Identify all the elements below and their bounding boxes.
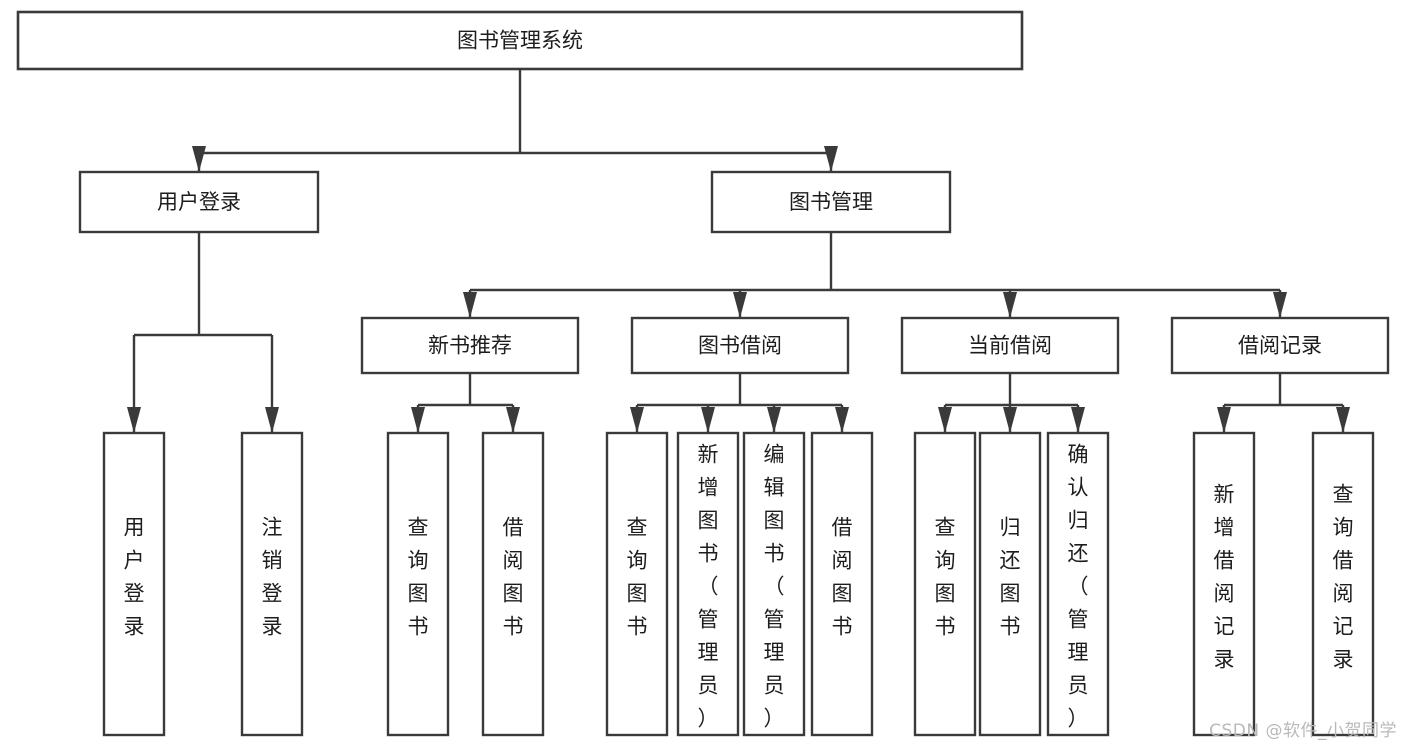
node-label: 用户登录 bbox=[124, 516, 145, 639]
node-label: 编辑图书（管理员） bbox=[764, 443, 785, 731]
arrow-head bbox=[411, 407, 425, 433]
node-leaf-logout[interactable]: 注销登录 bbox=[240, 431, 304, 737]
node-label: 注销登录 bbox=[262, 516, 283, 639]
node-label: 查询图书 bbox=[935, 516, 956, 639]
node-label: 新增图书（管理员） bbox=[698, 443, 719, 731]
arrow-head bbox=[265, 407, 279, 433]
node-label: 图书借阅 bbox=[698, 334, 782, 358]
watermark-text: CSDN @软件_小贺同学 bbox=[1209, 721, 1397, 741]
connector-group-current-borrow bbox=[938, 373, 1085, 433]
node-leaf-add-book[interactable]: 新增图书（管理员） bbox=[676, 431, 740, 737]
arrow-head bbox=[1217, 407, 1231, 433]
arrow-head bbox=[506, 407, 520, 433]
arrow-head bbox=[824, 146, 838, 172]
node-leaf-confirm-return[interactable]: 确认归还（管理员） bbox=[1046, 431, 1110, 737]
arrow-head bbox=[1071, 407, 1085, 433]
connector-group-new-book-recommend bbox=[411, 373, 520, 433]
node-box bbox=[742, 431, 806, 737]
node-borrow-record[interactable]: 借阅记录 bbox=[1170, 316, 1390, 375]
node-label: 借阅图书 bbox=[832, 516, 853, 639]
arrow-head bbox=[463, 292, 477, 318]
arrow-head bbox=[1003, 407, 1017, 433]
node-leaf-borrow-book-1[interactable]: 借阅图书 bbox=[481, 431, 545, 737]
node-leaf-borrow-book-2[interactable]: 借阅图书 bbox=[810, 431, 874, 737]
connector-group-root bbox=[192, 69, 838, 172]
connector-group-borrow-record bbox=[1217, 373, 1350, 433]
connector-group-user-login bbox=[127, 232, 279, 433]
arrow-head bbox=[127, 407, 141, 433]
node-label: 用户登录 bbox=[157, 190, 241, 214]
arrow-head bbox=[630, 407, 644, 433]
node-label: 借阅图书 bbox=[503, 516, 524, 639]
node-box bbox=[1311, 431, 1375, 737]
node-box bbox=[240, 431, 304, 737]
node-box bbox=[810, 431, 874, 737]
node-label: 确认归还（管理员） bbox=[1068, 443, 1089, 731]
node-box bbox=[78, 170, 320, 234]
node-box bbox=[1192, 431, 1256, 737]
node-label: 图书管理系统 bbox=[457, 29, 583, 53]
node-label: 借阅记录 bbox=[1238, 334, 1322, 358]
node-leaf-query-book-2[interactable]: 查询图书 bbox=[605, 431, 669, 737]
node-root[interactable]: 图书管理系统 bbox=[16, 10, 1024, 71]
node-current-borrow[interactable]: 当前借阅 bbox=[900, 316, 1120, 375]
node-leaf-user-login[interactable]: 用户登录 bbox=[102, 431, 166, 737]
node-user-login[interactable]: 用户登录 bbox=[78, 170, 320, 234]
node-box bbox=[16, 10, 1024, 71]
connector-layer bbox=[127, 69, 1350, 433]
node-label: 查询借阅记录 bbox=[1333, 483, 1354, 672]
node-label: 当前借阅 bbox=[968, 334, 1052, 358]
arrow-head bbox=[1336, 407, 1350, 433]
node-label: 图书管理 bbox=[789, 190, 873, 214]
node-label: 查询图书 bbox=[408, 516, 429, 639]
node-label: 查询图书 bbox=[627, 516, 648, 639]
arrow-head bbox=[938, 407, 952, 433]
node-label: 新增借阅记录 bbox=[1214, 483, 1235, 672]
arrow-head bbox=[1003, 292, 1017, 318]
arrow-head bbox=[701, 407, 715, 433]
node-leaf-edit-book[interactable]: 编辑图书（管理员） bbox=[742, 431, 806, 737]
node-box bbox=[913, 431, 977, 737]
node-box bbox=[978, 431, 1042, 737]
arrow-head bbox=[192, 146, 206, 172]
node-leaf-query-book-1[interactable]: 查询图书 bbox=[386, 431, 450, 737]
connector-group-book-borrow bbox=[630, 373, 849, 433]
node-box bbox=[360, 316, 580, 375]
node-box bbox=[900, 316, 1120, 375]
connector-group-book-management bbox=[463, 232, 1287, 318]
node-book-borrow[interactable]: 图书借阅 bbox=[630, 316, 850, 375]
node-box bbox=[605, 431, 669, 737]
arrow-head bbox=[835, 407, 849, 433]
arrow-head bbox=[733, 292, 747, 318]
node-leaf-add-record[interactable]: 新增借阅记录 bbox=[1192, 431, 1256, 737]
node-box bbox=[1170, 316, 1390, 375]
node-label: 归还图书 bbox=[1000, 516, 1021, 639]
arrow-head bbox=[1273, 292, 1287, 318]
node-leaf-return-book[interactable]: 归还图书 bbox=[978, 431, 1042, 737]
node-leaf-query-record[interactable]: 查询借阅记录 bbox=[1311, 431, 1375, 737]
node-box bbox=[386, 431, 450, 737]
node-book-management[interactable]: 图书管理 bbox=[710, 170, 952, 234]
node-box bbox=[676, 431, 740, 737]
node-layer: 图书管理系统用户登录图书管理新书推荐图书借阅当前借阅借阅记录用户登录注销登录查询… bbox=[16, 10, 1390, 737]
node-label: 新书推荐 bbox=[428, 334, 512, 358]
node-new-book-recommend[interactable]: 新书推荐 bbox=[360, 316, 580, 375]
arrow-head bbox=[767, 407, 781, 433]
node-box bbox=[710, 170, 952, 234]
node-box bbox=[1046, 431, 1110, 737]
node-leaf-query-book-3[interactable]: 查询图书 bbox=[913, 431, 977, 737]
node-box bbox=[481, 431, 545, 737]
node-box bbox=[630, 316, 850, 375]
node-box bbox=[102, 431, 166, 737]
